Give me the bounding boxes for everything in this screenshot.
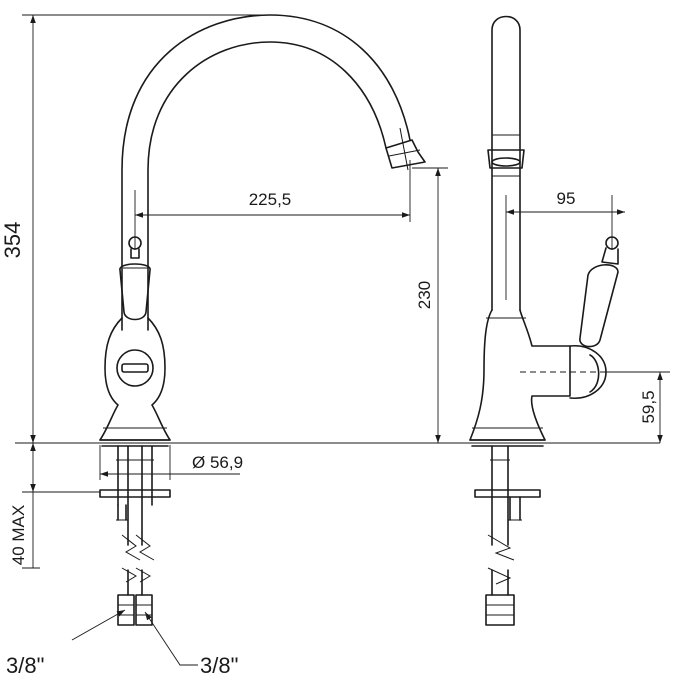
front-view [99,14,426,626]
right-hose-nut [135,594,153,626]
label-total-height: 354 [0,222,25,259]
label-handle-offset: 95 [557,189,576,208]
cartridge-cap [116,349,154,387]
leader-left-hose [71,609,126,641]
side-hose-nut [485,594,515,626]
label-left-hose: 3/8" [6,653,44,678]
side-handle-lever [579,264,619,348]
leader-right-hose [144,611,198,666]
labels-layer: 354 225,5 230 Ø 56,9 40 MAX 95 59,5 3/8"… [0,189,658,678]
handle-lever [119,263,151,321]
label-right-hose: 3/8" [200,653,238,678]
faucet-body [99,317,171,441]
spout-inner [147,41,387,331]
aerator [385,139,426,169]
spout-outer [121,14,411,331]
side-spout [491,15,521,311]
side-view [469,15,619,626]
dimensions-layer [15,14,670,666]
label-spout-height: 230 [415,281,434,309]
label-base-diameter: Ø 56,9 [192,453,243,472]
label-spout-reach: 225,5 [249,190,292,209]
label-max-thickness: 40 MAX [9,505,28,565]
side-body [469,309,571,441]
left-hose-nut [117,594,135,626]
label-handle-height: 59,5 [639,390,658,423]
